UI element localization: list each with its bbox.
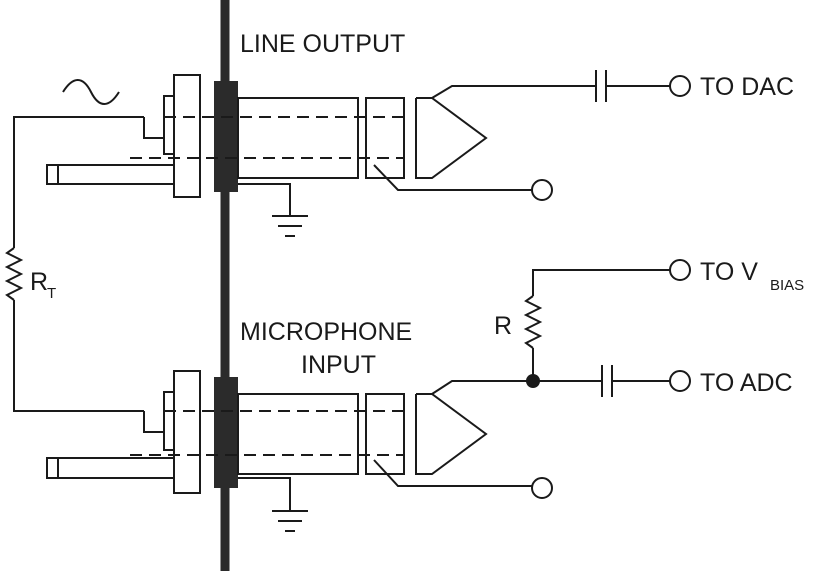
jack-sleeve	[237, 97, 359, 179]
resistor-icon	[523, 295, 543, 349]
resistor-rt: R T	[4, 116, 144, 412]
terminal-circle-icon	[531, 179, 553, 201]
jack-insulator	[365, 97, 405, 179]
line-output-label: LINE OUTPUT	[240, 30, 405, 58]
terminal-circle-icon	[669, 259, 691, 281]
ground-icon	[272, 510, 308, 532]
jack-collar	[163, 391, 175, 451]
jack-nut	[214, 81, 238, 192]
resistor-rt-label: R	[30, 268, 48, 296]
microphone-input-label-1: MICROPHONE	[240, 318, 412, 346]
jack-bushing	[173, 74, 201, 198]
resistor-r: R	[494, 269, 670, 381]
capacitor-icon	[601, 365, 613, 397]
microphone-input-jack	[46, 370, 602, 511]
terminal-circle-icon	[669, 370, 691, 392]
sine-wave-icon	[62, 79, 120, 105]
jack-insulator	[365, 393, 405, 475]
jack-sleeve	[237, 393, 359, 475]
to-vbias-subscript: BIAS	[770, 277, 804, 294]
terminal-circle-icon	[531, 477, 553, 499]
ground-icon	[272, 215, 308, 237]
resistor-icon	[4, 247, 24, 301]
jack-nut	[214, 377, 238, 488]
capacitor-icon	[595, 70, 607, 102]
to-adc-label: TO ADC	[700, 369, 793, 397]
resistor-r-label: R	[494, 312, 512, 340]
to-vbias-label: TO V	[700, 258, 758, 286]
terminal-circle-icon	[669, 75, 691, 97]
resistor-rt-subscript: T	[47, 285, 56, 302]
microphone-input-label-2: INPUT	[301, 351, 376, 379]
jack-bushing	[173, 370, 201, 494]
tip-contact	[415, 393, 488, 475]
tip-contact	[415, 97, 488, 179]
line-output-jack	[46, 74, 596, 216]
jack-collar	[163, 95, 175, 155]
to-dac-label: TO DAC	[700, 73, 794, 101]
